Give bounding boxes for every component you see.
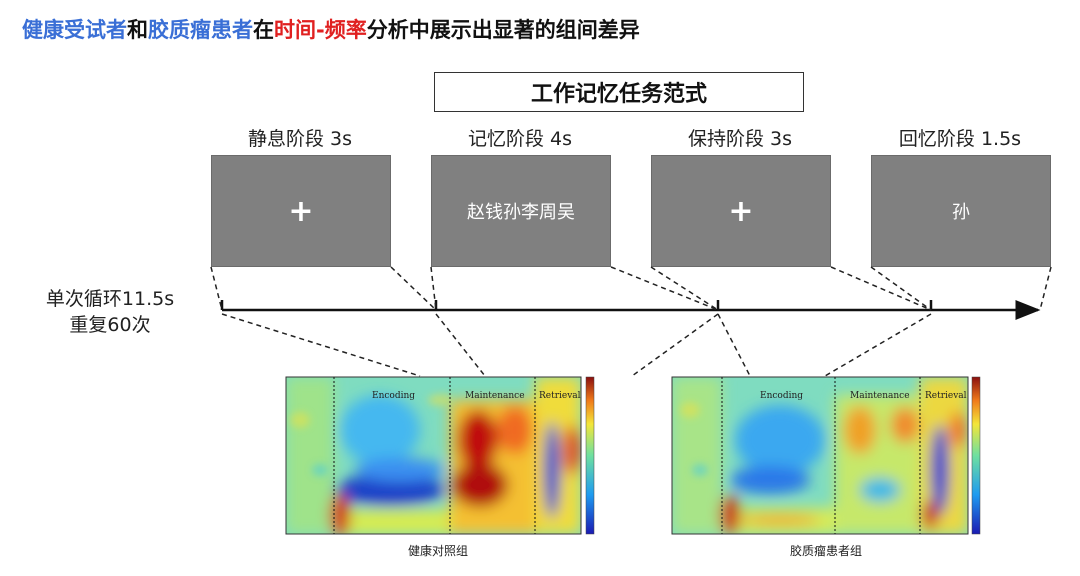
cycle-repeat: 重复60次 xyxy=(69,314,151,336)
fixation-cross: + xyxy=(288,193,314,229)
title-in: 在 xyxy=(253,18,274,42)
segment-label-encoding: Encoding xyxy=(760,391,804,401)
colorbar-healthy xyxy=(585,376,595,535)
segment-label-retrieval: Retrieval xyxy=(539,391,581,401)
phase-label-encode: 记忆阶段 4s xyxy=(467,128,573,150)
segment-label-maintenance: Maintenance xyxy=(465,391,525,401)
caption-healthy: 健康对照组 xyxy=(407,544,468,558)
fixation-cross: + xyxy=(728,193,754,229)
title-healthy: 健康受试者 xyxy=(22,18,127,42)
title-glioma: 胶质瘤患者 xyxy=(148,18,253,42)
colorbar-glioma xyxy=(971,376,981,535)
probe-character: 孙 xyxy=(952,202,970,223)
tf-heatmap-healthy xyxy=(286,377,581,534)
title-rest: 分析中展示出显著的组间差异 xyxy=(366,18,640,42)
paradigm-title: 工作记忆任务范式 xyxy=(530,82,707,107)
title-and: 和 xyxy=(127,18,148,42)
box-to-timeline-connectors xyxy=(210,266,1052,311)
slide-title: 健康受试者和胶质瘤患者在时间-频率分析中展示出显著的组间差异 xyxy=(22,14,640,44)
stimulus-box-recall: 孙 xyxy=(871,155,1051,267)
tf-plot-frame-glioma xyxy=(671,376,969,535)
tf-heatmap-glioma xyxy=(672,377,968,534)
stimulus-characters: 赵钱孙李周吴 xyxy=(467,202,575,223)
timeline-to-plot-connectors xyxy=(221,313,932,377)
tf-plot-frame-healthy xyxy=(285,376,582,535)
cycle-duration: 单次循环11.5s xyxy=(45,288,175,310)
phase-label-maintain: 保持阶段 3s xyxy=(687,128,793,150)
phase-label-recall: 回忆阶段 1.5s xyxy=(898,128,1022,150)
paradigm-title-box: 工作记忆任务范式 xyxy=(434,72,804,112)
stimulus-box-encode: 赵钱孙李周吴 xyxy=(431,155,611,267)
segment-label-encoding: Encoding xyxy=(372,391,416,401)
title-time-freq: 时间-频率 xyxy=(274,18,367,42)
cycle-info: 单次循环11.5s 重复60次 xyxy=(20,286,200,338)
phase-label-rest: 静息阶段 3s xyxy=(247,128,353,150)
segment-label-retrieval: Retrieval xyxy=(925,391,967,401)
stimulus-box-rest: + xyxy=(211,155,391,267)
caption-glioma: 胶质瘤患者组 xyxy=(789,544,862,558)
segment-label-maintenance: Maintenance xyxy=(850,391,910,401)
stimulus-box-maintain: + xyxy=(651,155,831,267)
